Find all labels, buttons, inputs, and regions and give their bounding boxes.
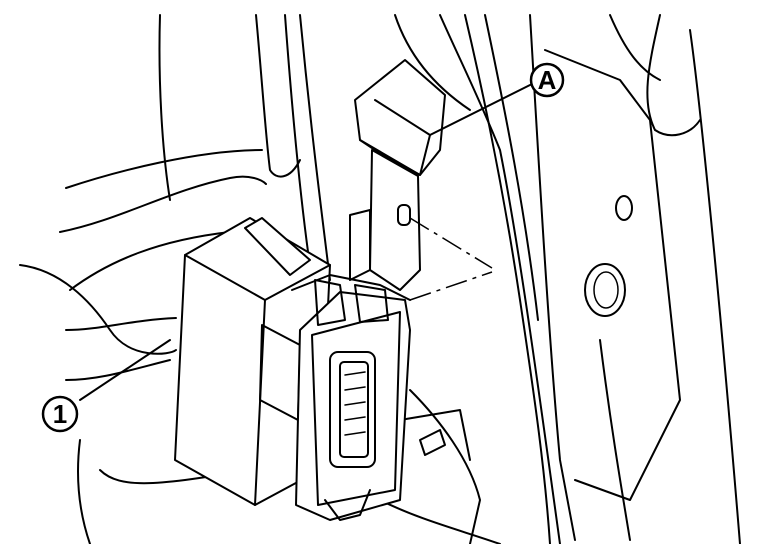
callout-a-leader bbox=[429, 84, 531, 136]
callout-a: A bbox=[529, 62, 565, 98]
callout-1: 1 bbox=[41, 395, 79, 433]
vehicle-body-lines bbox=[19, 14, 741, 544]
callout-1-leader bbox=[79, 339, 171, 401]
callout-a-label: A bbox=[538, 65, 557, 95]
mounting-bracket bbox=[349, 59, 446, 291]
alignment-line-upper bbox=[409, 217, 493, 269]
control-module bbox=[174, 217, 411, 521]
callout-1-label: 1 bbox=[53, 399, 67, 429]
alignment-line-lower bbox=[409, 271, 493, 301]
